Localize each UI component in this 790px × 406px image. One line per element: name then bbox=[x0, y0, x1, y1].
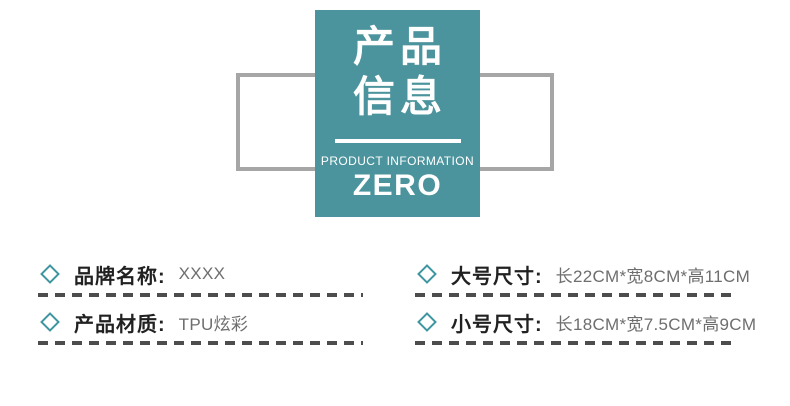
dashed-divider bbox=[415, 341, 733, 345]
badge-title-line2: 信息 bbox=[352, 73, 447, 120]
dashed-divider bbox=[38, 341, 363, 345]
spec-item-large-size: 大号尺寸: 长22CM*宽8CM*高11CM bbox=[415, 255, 750, 297]
badge-brand: ZERO bbox=[352, 169, 443, 202]
diamond-icon bbox=[417, 312, 437, 332]
diamond-icon bbox=[40, 264, 60, 284]
product-info-badge: 产品 信息 PRODUCT INFORMATION ZERO bbox=[315, 10, 480, 217]
spec-label: 品牌名称: bbox=[74, 265, 166, 288]
diamond-icon bbox=[417, 264, 437, 284]
badge-subtitle: PRODUCT INFORMATION bbox=[320, 154, 475, 168]
spec-row: 品牌名称: XXXX bbox=[38, 255, 363, 288]
spec-item-small-size: 小号尺寸: 长18CM*宽7.5CM*高9CM bbox=[415, 303, 756, 345]
dashed-divider bbox=[38, 293, 363, 297]
spec-label: 小号尺寸: bbox=[451, 313, 543, 336]
spec-value: 长22CM*宽8CM*高11CM bbox=[555, 266, 751, 286]
dashed-divider bbox=[415, 293, 733, 297]
spec-row: 大号尺寸: 长22CM*宽8CM*高11CM bbox=[415, 255, 750, 288]
spec-value: XXXX bbox=[178, 264, 226, 283]
spec-label: 产品材质: bbox=[74, 313, 166, 336]
badge-title-line1: 产品 bbox=[352, 23, 447, 70]
spec-value: 长18CM*宽7.5CM*高9CM bbox=[555, 314, 757, 334]
badge-title: 产品 信息 bbox=[348, 22, 447, 122]
spec-row: 小号尺寸: 长18CM*宽7.5CM*高9CM bbox=[415, 303, 756, 336]
spec-row: 产品材质: TPU炫彩 bbox=[38, 303, 363, 336]
spec-value: TPU炫彩 bbox=[178, 314, 249, 334]
spec-label: 大号尺寸: bbox=[451, 265, 543, 288]
diamond-icon bbox=[40, 312, 60, 332]
spec-item-material: 产品材质: TPU炫彩 bbox=[38, 303, 363, 345]
badge-divider bbox=[334, 139, 461, 143]
spec-item-brand-name: 品牌名称: XXXX bbox=[38, 255, 363, 297]
spec-list: 品牌名称: XXXX 大号尺寸: 长22CM*宽8CM*高11CM 产品材质: … bbox=[38, 255, 756, 345]
